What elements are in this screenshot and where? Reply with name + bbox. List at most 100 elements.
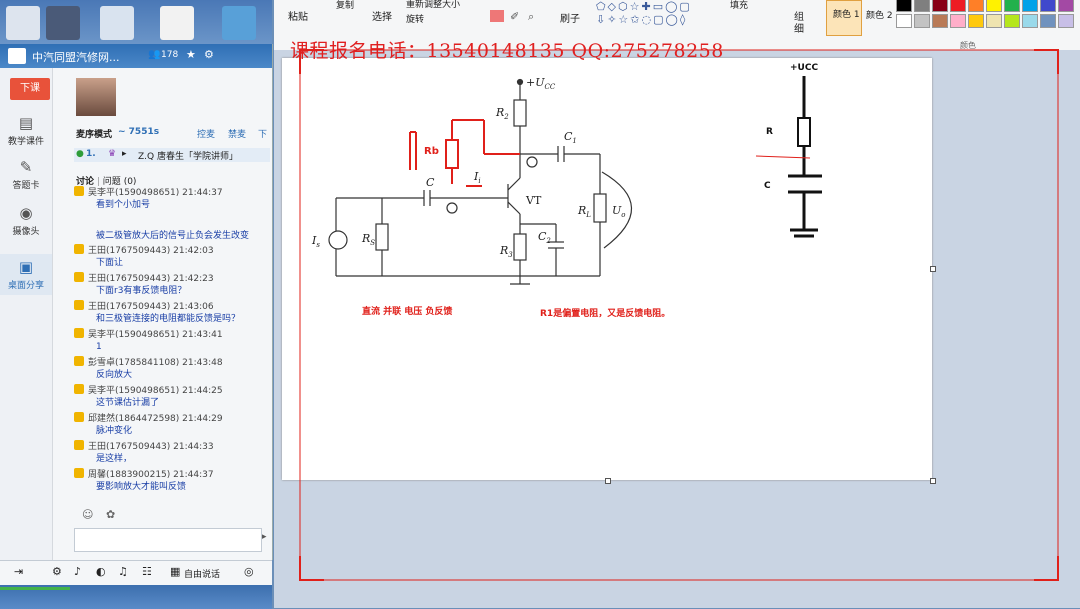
music-icon[interactable]: ♫ <box>118 565 128 578</box>
color2-button[interactable]: 颜色 2 <box>866 11 893 21</box>
color-swatch[interactable] <box>950 14 966 28</box>
sketch-ucc-label: +UCC <box>790 63 818 73</box>
color-swatch[interactable] <box>1040 0 1056 12</box>
list-item: 王田(1767509443) 21:42:23 下面r3有事反馈电阻？ <box>74 272 272 297</box>
color-swatch[interactable] <box>1022 14 1038 28</box>
eraser-icon[interactable] <box>490 10 504 22</box>
document-icon: ▤ <box>18 114 34 132</box>
resize-button[interactable]: 重新调整大小 <box>406 0 461 10</box>
desktop-app-icon[interactable] <box>46 6 80 40</box>
paint-ribbon: 粘贴 复制 选择 重新调整大小 旋转 ✐ ⌕ 刷子 ⬠◇⬡☆✚▭◯▢⇩✧☆✩◌▢… <box>274 0 1080 51</box>
mic-active-icon: ● <box>76 149 84 159</box>
chat-input[interactable] <box>74 528 262 552</box>
color-swatch[interactable] <box>896 0 912 12</box>
desktop-app-icon[interactable] <box>222 6 256 40</box>
chat-bottom-toolbar: ⇥ ⚙ ♪ ◐ ♫ ☷ ▦ 自由说话 ◎ <box>0 560 272 609</box>
sidebar-item-camera[interactable]: ◉ 摄像头 <box>0 204 52 237</box>
rs-label: RS <box>361 232 375 247</box>
rb-label: Rb <box>424 146 439 157</box>
speaker-icon[interactable]: ♪ <box>74 565 82 578</box>
trophy-icon <box>74 468 84 478</box>
send-options-icon[interactable]: ▸ <box>262 532 267 542</box>
copy-button[interactable]: 复制 <box>336 1 355 11</box>
list-item: 王田(1767509443) 21:44:33 是这样， <box>74 440 272 465</box>
color-swatch[interactable] <box>932 0 948 12</box>
exit-icon[interactable]: ⇥ <box>14 565 24 578</box>
trophy-icon <box>74 300 84 310</box>
color-swatch[interactable] <box>1040 14 1056 28</box>
mic-icon[interactable]: ◐ <box>96 565 106 578</box>
list-item: 彭雪卓(1785841108) 21:43:48 反向放大 <box>74 356 272 381</box>
control-mic-link[interactable]: 控麦 <box>197 130 216 140</box>
sidebar-item-screen-share[interactable]: ▣ 桌面分享 <box>0 254 52 295</box>
flower-icon[interactable]: ✿ <box>106 508 116 521</box>
settings-icon[interactable]: ⚙ <box>204 48 214 61</box>
uo-label: Uo <box>612 204 626 219</box>
desktop-app-icon[interactable] <box>100 6 134 40</box>
settings-icon[interactable]: ⚙ <box>52 565 62 578</box>
next-mic-link[interactable]: 下 <box>258 130 268 140</box>
record-icon[interactable]: ◎ <box>244 565 254 578</box>
mixer-icon[interactable]: ☷ <box>142 565 152 578</box>
color-swatch[interactable] <box>1004 14 1020 28</box>
note-r1-explanation: R1是偏置电阻，又是反馈电阻。 <box>540 309 671 319</box>
teacher-avatar[interactable] <box>76 78 116 116</box>
color-swatch[interactable] <box>986 0 1002 12</box>
paint-canvas[interactable]: +UCC R2 C1 C Ii VT RL Uo Is RS R3 C2 Rb … <box>282 58 932 480</box>
tab-discussion[interactable]: 讨论 <box>76 177 95 187</box>
trophy-icon <box>74 244 84 254</box>
sidebar-item-answer-card[interactable]: ✎ 答题卡 <box>0 158 52 191</box>
color1-button[interactable]: 颜色 1 <box>826 0 862 36</box>
emoji-icon[interactable]: ☺ <box>82 508 94 521</box>
color-swatch[interactable] <box>986 14 1002 28</box>
color-swatch[interactable] <box>1022 0 1038 12</box>
resize-handle-bottom[interactable] <box>605 478 611 484</box>
desktop-app-icon[interactable] <box>160 6 194 40</box>
rotate-button[interactable]: 旋转 <box>406 15 425 25</box>
shapes-gallery[interactable]: ⬠◇⬡☆✚▭◯▢⇩✧☆✩◌▢◯◊ <box>596 0 692 26</box>
color-swatch[interactable] <box>968 0 984 12</box>
color-swatch[interactable] <box>914 0 930 12</box>
color-swatch[interactable] <box>1058 14 1074 28</box>
sketch-c-label: C <box>764 181 771 191</box>
queue-user: Z.Q 唐春生「学院讲师」 <box>138 152 238 162</box>
screen-share-icon: ▣ <box>18 258 34 276</box>
is-label: Is <box>311 234 320 249</box>
list-item: 被二极管放大后的信号止负会发生改变 <box>96 231 250 241</box>
list-item: 邱建然(1864472598) 21:44:29 脉冲变化 <box>74 412 272 437</box>
color-palette <box>896 0 1080 34</box>
color-swatch[interactable] <box>950 0 966 12</box>
star-icon[interactable]: ★ <box>186 48 196 61</box>
list-item: 吴李平(1590498651) 21:43:41 1 <box>74 328 272 353</box>
resize-handle-right[interactable] <box>930 266 936 272</box>
color-swatch[interactable] <box>914 14 930 28</box>
select-button[interactable]: 选择 <box>372 12 392 23</box>
free-talk-button[interactable]: 自由说话 <box>184 570 221 580</box>
annotation-frame <box>299 49 1059 581</box>
resize-handle-corner[interactable] <box>930 478 936 484</box>
tab-questions[interactable]: 问题 <box>102 177 121 187</box>
mute-mic-link[interactable]: 禁麦 <box>228 130 247 140</box>
discussion-tabs: 讨论 | 问题 (0) <box>76 177 137 187</box>
fill-button[interactable]: 填充 <box>730 1 749 11</box>
magnifier-icon[interactable]: ⌕ <box>528 10 535 23</box>
sidebar-item-courseware[interactable]: ▤ 教学课件 <box>0 114 52 147</box>
color-swatch[interactable] <box>896 14 912 28</box>
r2-label: R2 <box>495 106 509 121</box>
end-class-button[interactable]: 下课 <box>10 78 50 100</box>
trophy-icon <box>74 328 84 338</box>
desktop-app-icon[interactable] <box>6 6 40 40</box>
color-swatch[interactable] <box>1058 0 1074 12</box>
eyedropper-icon[interactable]: ✐ <box>510 10 520 23</box>
edit-icon: ✎ <box>19 158 33 176</box>
color-swatch[interactable] <box>932 14 948 28</box>
mic-queue-item[interactable]: ● 1. ♛ ▸ Z.Q 唐春生「学院讲师」 <box>74 148 270 162</box>
c2-label: C2 <box>538 230 551 245</box>
trophy-icon <box>74 412 84 422</box>
color-swatch[interactable] <box>968 14 984 28</box>
desktop-strip <box>0 0 272 44</box>
brush-button[interactable]: 刷子 <box>560 14 580 25</box>
color-swatch[interactable] <box>1004 0 1020 12</box>
user-count-icon: 👥 <box>148 49 161 60</box>
paste-button[interactable]: 粘贴 <box>288 12 308 23</box>
